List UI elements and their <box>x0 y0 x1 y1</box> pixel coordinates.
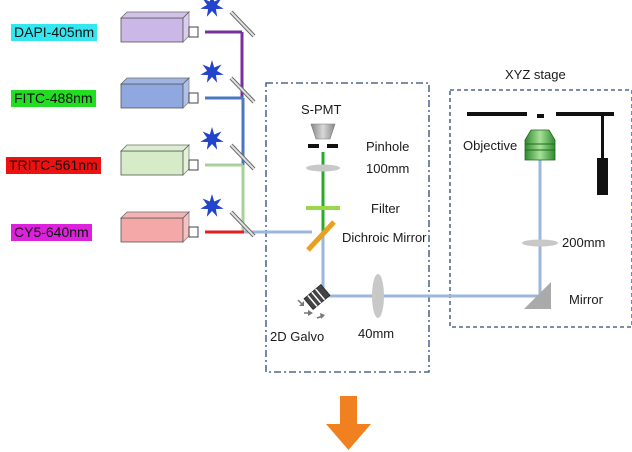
dichroic-mirror-icon <box>306 220 336 252</box>
cy5-laser-top <box>120 211 190 219</box>
tritc-laser-body <box>120 150 184 176</box>
cy5-star-icon <box>200 194 224 217</box>
galvo-icon <box>303 284 331 310</box>
tritc-laser-aperture <box>188 159 199 171</box>
galvo-motion-arrows-icon <box>297 299 325 319</box>
scan-box-frame <box>265 82 430 373</box>
fitc-laser-label: FITC-488nm <box>11 90 96 107</box>
cy5-laser-aperture <box>188 226 199 238</box>
dapi-laser-top <box>120 11 190 19</box>
fitc-mirror-face <box>230 77 255 103</box>
relay-lens-label: 40mm <box>358 326 395 341</box>
fitc-laser-top <box>120 77 190 85</box>
down-arrow-icon <box>326 396 371 450</box>
dapi-mirror-face <box>230 11 255 37</box>
objective-label: Objective <box>463 138 518 153</box>
relay-lens-40mm-icon <box>372 274 384 318</box>
cy5-mirror-face <box>230 211 255 237</box>
lens-100mm-label: 100mm <box>366 161 410 176</box>
pinhole-icon <box>308 144 338 148</box>
laser-group <box>120 0 256 243</box>
stage-title: XYZ stage <box>505 67 566 82</box>
tritc-laser-label: TRITC-561nm <box>6 157 101 174</box>
dapi-star-icon <box>200 0 224 17</box>
fitc-star-icon <box>200 60 224 83</box>
fitc-laser-aperture <box>188 92 199 104</box>
galvo-label: 2D Galvo <box>270 329 325 344</box>
tritc-laser <box>120 127 256 176</box>
fitc-laser-body <box>120 83 184 109</box>
dapi-laser-aperture <box>188 26 199 38</box>
filter-label: Filter <box>371 201 400 216</box>
tritc-laser-top <box>120 144 190 152</box>
dapi-laser-body <box>120 17 184 43</box>
cy5-laser-label: CY5-640nm <box>11 224 92 241</box>
pmt-detector <box>310 123 336 140</box>
dapi-laser-label: DAPI-405nm <box>11 24 98 41</box>
dichroic-label: Dichroic Mirror <box>342 230 427 245</box>
stage-mirror-icon <box>524 282 551 309</box>
tritc-star-icon <box>200 127 224 150</box>
dapi-laser <box>120 0 256 43</box>
fitc-laser <box>120 60 256 109</box>
pinhole-label: Pinhole <box>366 139 410 154</box>
pmt-label: S-PMT <box>301 102 342 117</box>
filter-icon <box>306 206 340 210</box>
cy5-laser-body <box>120 217 184 243</box>
tritc-mirror-face <box>230 144 255 170</box>
tube-lens-200mm-icon <box>522 239 558 247</box>
lens-100mm-icon <box>306 164 340 172</box>
stage-box-frame <box>449 89 632 328</box>
pmt-body-icon <box>310 123 336 140</box>
xyz-stage-icon <box>467 112 614 195</box>
tube-lens-label: 200mm <box>562 235 606 250</box>
mirror-label: Mirror <box>569 292 603 307</box>
objective-icon <box>524 129 556 161</box>
cy5-laser <box>120 194 256 243</box>
laser-beams <box>205 30 245 234</box>
